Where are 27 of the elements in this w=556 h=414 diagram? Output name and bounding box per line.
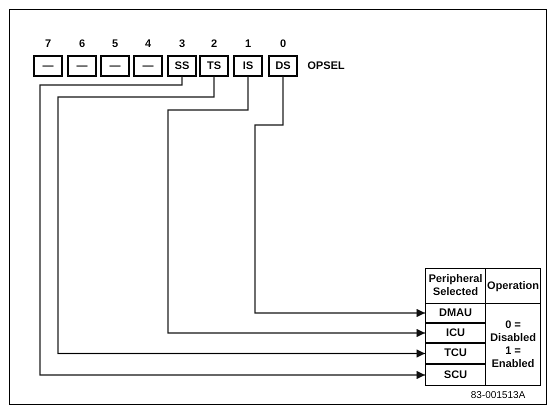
bit-number: 5: [110, 37, 120, 51]
table-cell: ICU: [425, 323, 486, 343]
bit-number: 0: [278, 37, 288, 51]
bit-field-cell: DS: [268, 55, 298, 77]
arrow: [254, 77, 425, 318]
bit-number: 7: [44, 37, 52, 51]
bit-field-cell: —: [33, 55, 63, 77]
bit-field-cell: TS: [199, 55, 229, 77]
figure-number: 83-001513A: [470, 388, 526, 402]
bit-field-cell: IS: [233, 55, 263, 77]
column-header: Operation: [485, 268, 541, 304]
bit-number: 6: [78, 37, 86, 51]
bit-field-cell: —: [67, 55, 97, 77]
bit-field-cell: SS: [167, 55, 197, 77]
arrow: [167, 77, 425, 338]
table-cell: 0 = Disabled 1 = Enabled: [485, 303, 541, 386]
table-cell: DMAU: [425, 303, 486, 323]
bit-number: 3: [178, 37, 186, 51]
bit-number: 1: [244, 37, 252, 51]
column-header: Peripheral Selected: [425, 268, 486, 304]
register-name: OPSEL: [306, 58, 346, 74]
table-cell: SCU: [425, 364, 486, 386]
bit-field-cell: —: [100, 55, 130, 77]
bit-field-cell: —: [133, 55, 163, 77]
bit-number: 2: [210, 37, 218, 51]
bit-number: 4: [144, 37, 152, 51]
table-cell: TCU: [425, 343, 486, 364]
